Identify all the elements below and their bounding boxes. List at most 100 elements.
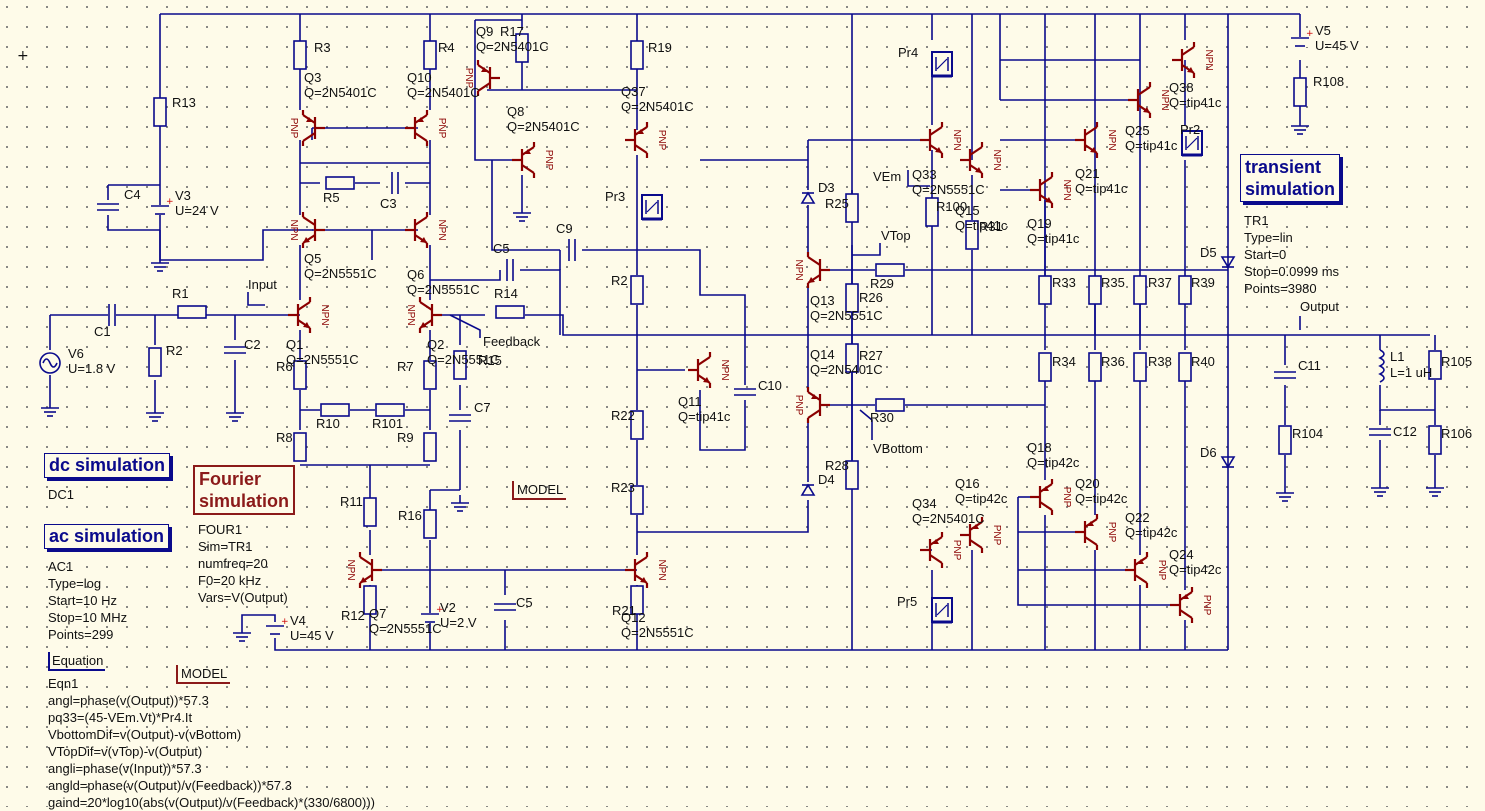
transistor-npn[interactable]: NPN [1030, 172, 1072, 208]
resistor[interactable] [375, 403, 405, 417]
capacitor[interactable] [1368, 428, 1392, 436]
transistor-npn[interactable]: NPN [405, 212, 447, 248]
capacitor[interactable] [733, 388, 757, 396]
resistor[interactable] [845, 193, 859, 223]
resistor[interactable] [1088, 352, 1102, 382]
resistor[interactable] [1038, 352, 1052, 382]
transistor-npn[interactable]: NPN [793, 252, 830, 288]
ground-symbol[interactable] [226, 405, 244, 422]
diode[interactable] [1220, 256, 1236, 269]
resistor[interactable] [1088, 275, 1102, 305]
transistor-npn[interactable]: NPN [625, 552, 667, 588]
resistor[interactable] [925, 197, 939, 227]
ground-symbol[interactable] [233, 625, 251, 642]
battery-symbol[interactable]: + [1290, 29, 1314, 47]
transistor-npn[interactable]: NPN [1075, 122, 1117, 158]
ground-symbol[interactable] [1276, 485, 1294, 502]
battery-symbol[interactable]: + [265, 617, 289, 635]
resistor[interactable] [325, 176, 355, 190]
capacitor[interactable] [493, 603, 517, 611]
transistor-pnp[interactable]: PNP [1075, 514, 1117, 550]
ground-symbol[interactable] [1426, 480, 1444, 497]
capacitor[interactable] [96, 203, 120, 211]
capacitor[interactable] [223, 346, 247, 354]
transistor-pnp[interactable]: PNP [463, 60, 500, 96]
transistor-pnp[interactable]: PNP [1125, 552, 1167, 588]
model-block[interactable]: MODEL [512, 481, 567, 500]
resistor[interactable] [177, 305, 207, 319]
probe-icon[interactable] [931, 51, 953, 78]
transistor-npn[interactable]: NPN [345, 552, 382, 588]
transistor-pnp[interactable]: PNP [512, 142, 554, 178]
resistor[interactable] [1428, 425, 1442, 455]
transistor-pnp[interactable]: PNP [960, 517, 1002, 553]
capacitor[interactable] [448, 414, 472, 422]
resistor[interactable] [423, 432, 437, 462]
transistor-npn[interactable]: NPN [688, 352, 730, 388]
resistor[interactable] [845, 343, 859, 373]
resistor[interactable] [630, 275, 644, 305]
ground-symbol[interactable] [1371, 480, 1389, 497]
resistor[interactable] [320, 403, 350, 417]
transistor-pnp[interactable]: PNP [288, 110, 325, 146]
resistor[interactable] [875, 263, 905, 277]
resistor[interactable] [630, 40, 644, 70]
resistor[interactable] [293, 360, 307, 390]
ground-symbol[interactable] [513, 205, 531, 222]
battery-symbol[interactable]: + [150, 197, 174, 215]
transistor-pnp[interactable]: PNP [405, 110, 447, 146]
transistor-npn[interactable]: NPN [960, 142, 1002, 178]
resistor[interactable] [363, 585, 377, 615]
ground-symbol[interactable] [151, 255, 169, 272]
dc-simulation-block[interactable]: dc simulation [44, 453, 171, 478]
resistor[interactable] [148, 347, 162, 377]
capacitor[interactable] [568, 238, 576, 262]
resistor[interactable] [1293, 77, 1307, 107]
resistor[interactable] [845, 460, 859, 490]
diode[interactable] [800, 483, 816, 496]
transistor-pnp[interactable]: PNP [1170, 587, 1212, 623]
resistor[interactable] [515, 33, 529, 63]
transistor-npn[interactable]: NPN [1172, 42, 1214, 78]
transistor-pnp[interactable]: PNP [1030, 479, 1072, 515]
resistor[interactable] [630, 410, 644, 440]
resistor[interactable] [495, 305, 525, 319]
ground-symbol[interactable] [41, 400, 59, 417]
resistor[interactable] [423, 40, 437, 70]
resistor[interactable] [293, 432, 307, 462]
resistor[interactable] [630, 585, 644, 615]
probe-icon[interactable] [641, 194, 663, 221]
battery-symbol[interactable]: + [420, 605, 444, 623]
resistor[interactable] [1133, 275, 1147, 305]
diode[interactable] [800, 191, 816, 204]
transistor-pnp[interactable]: PNP [625, 122, 667, 158]
transistor-npn[interactable]: NPN [920, 122, 962, 158]
transistor-pnp[interactable]: PNP [793, 387, 830, 423]
ac-voltage-source[interactable] [39, 352, 61, 374]
capacitor[interactable] [108, 303, 116, 327]
resistor[interactable] [363, 497, 377, 527]
inductor[interactable] [1378, 349, 1385, 383]
probe-icon[interactable] [931, 597, 953, 624]
resistor[interactable] [845, 283, 859, 313]
capacitor[interactable] [506, 258, 514, 282]
model-block[interactable]: MODEL [176, 665, 231, 684]
transistor-npn[interactable]: NPN [288, 297, 330, 333]
resistor[interactable] [875, 398, 905, 412]
diode[interactable] [1220, 456, 1236, 469]
resistor[interactable] [453, 350, 467, 380]
probe-icon[interactable] [1181, 130, 1203, 157]
transistor-npn[interactable]: NPN [1128, 82, 1170, 118]
transistor-pnp[interactable]: PNP [920, 532, 962, 568]
resistor[interactable] [153, 97, 167, 127]
resistor[interactable] [1038, 275, 1052, 305]
transistor-npn[interactable]: NPN [288, 212, 325, 248]
ground-symbol[interactable] [451, 495, 469, 512]
resistor[interactable] [1428, 350, 1442, 380]
resistor[interactable] [423, 509, 437, 539]
